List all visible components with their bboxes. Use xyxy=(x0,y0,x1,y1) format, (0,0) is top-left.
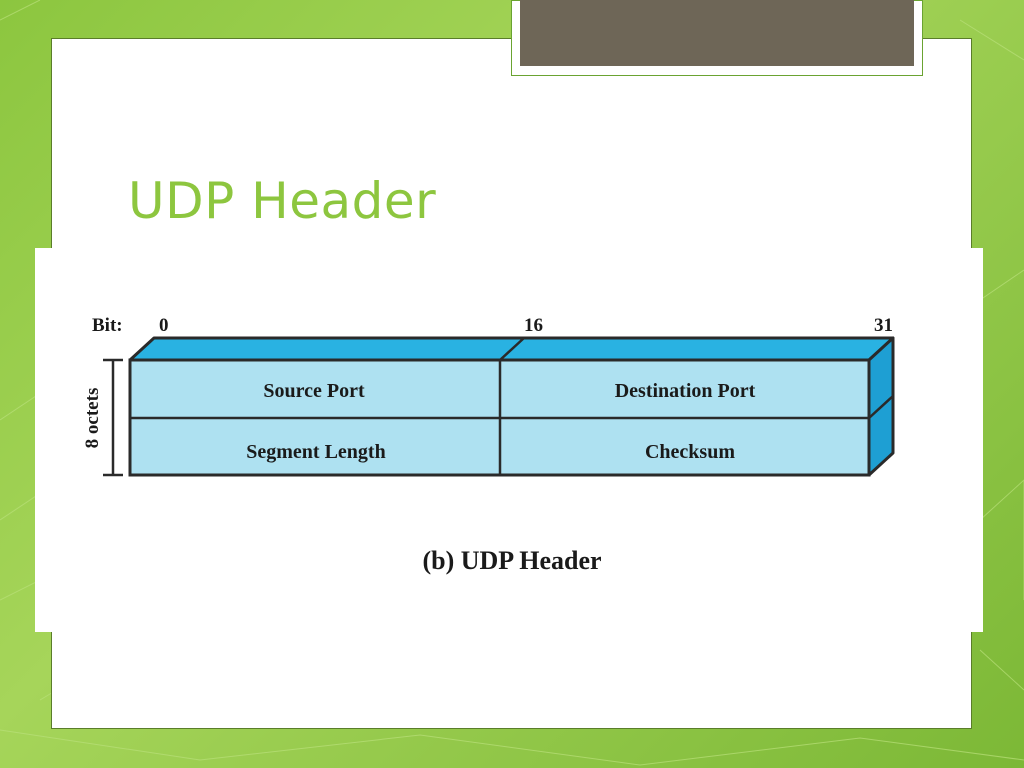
field-checksum: Checksum xyxy=(645,441,735,463)
bit-mark-16: 16 xyxy=(524,315,543,336)
top-face-divider xyxy=(499,337,525,361)
bit-mark-31: 31 xyxy=(874,315,893,336)
octets-bracket xyxy=(103,358,123,477)
octets-label: 8 octets xyxy=(82,388,103,449)
slide-title: UDP Header xyxy=(128,172,437,230)
figure-caption: (b) UDP Header xyxy=(422,546,602,575)
title-tab xyxy=(520,0,914,66)
bit-mark-0: 0 xyxy=(159,315,169,336)
bit-label: Bit: xyxy=(92,315,123,336)
side-face-divider xyxy=(868,395,894,419)
field-source-port: Source Port xyxy=(263,380,365,402)
field-segment-length: Segment Length xyxy=(246,441,385,463)
field-destination-port: Destination Port xyxy=(615,380,756,402)
